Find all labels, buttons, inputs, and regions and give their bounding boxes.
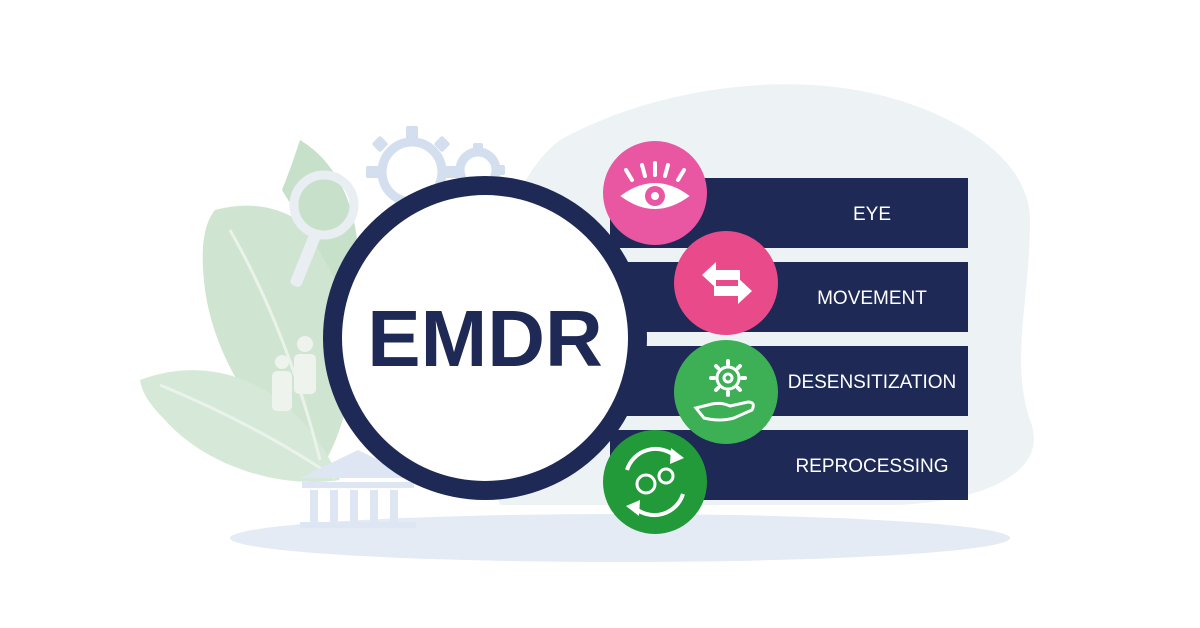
row-label: MOVEMENT bbox=[817, 288, 927, 309]
magnifier-icon bbox=[289, 170, 359, 287]
gear-hand-icon bbox=[674, 340, 778, 444]
institution-icon bbox=[300, 450, 416, 528]
row-label: DESENSITIZATION bbox=[788, 372, 957, 393]
acronym-title: EMDR bbox=[367, 294, 603, 383]
row-bar bbox=[610, 262, 968, 332]
row-label: REPROCESSING bbox=[795, 456, 948, 477]
row-label: EYE bbox=[853, 204, 891, 225]
gears-cycle-icon bbox=[603, 430, 707, 534]
eye-icon bbox=[603, 141, 707, 245]
ground-shadow bbox=[230, 514, 1010, 562]
row-bar bbox=[610, 346, 968, 416]
title-circle: EMDR bbox=[323, 176, 647, 500]
people-icon bbox=[272, 336, 316, 411]
swap-arrows-icon bbox=[674, 231, 778, 335]
